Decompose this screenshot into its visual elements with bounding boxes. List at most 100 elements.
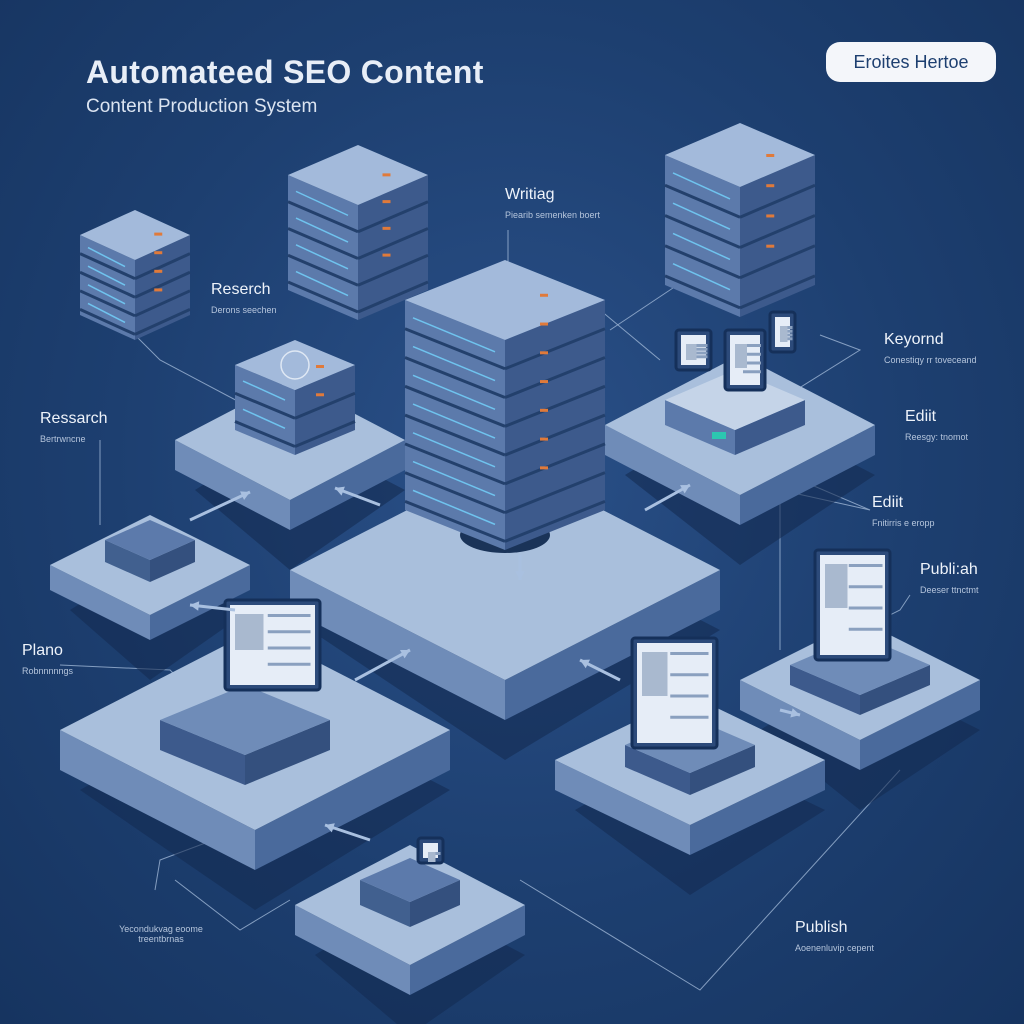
server-rack-left-led <box>154 232 163 236</box>
flow-arrow-head <box>190 601 200 611</box>
server-rack-right-top <box>665 123 815 187</box>
status-light <box>712 432 726 439</box>
server-rack-right-light-strip <box>672 202 731 230</box>
connector-line <box>599 309 661 361</box>
flow-arrow-head <box>325 823 335 833</box>
server-tower-central-led <box>540 466 548 470</box>
plano-laptop-screen-text-line <box>267 614 311 617</box>
server-rack-right-light-strip <box>672 262 731 291</box>
edit-monitor-text-line <box>670 673 709 677</box>
flow-arrow-head <box>400 649 410 659</box>
platform-edit-left <box>555 760 690 855</box>
keyword-device-right <box>735 400 805 455</box>
header-badge-button[interactable]: Eroites Hertoe <box>826 42 996 82</box>
edit-monitor-text-line <box>670 715 709 719</box>
keyword-document-text-line <box>743 344 761 347</box>
platform-plano-left <box>60 730 255 870</box>
edit-monitor-text-line <box>670 652 709 655</box>
server-rack-top-led <box>382 173 391 177</box>
server-rack-right-led <box>766 214 775 218</box>
publish-laptop-base-right <box>860 665 930 715</box>
flow-arrow-head <box>580 659 590 669</box>
keyword-device-top <box>665 370 805 430</box>
server-tower-central-unit-divider <box>504 413 606 457</box>
gear-icon <box>280 350 310 380</box>
server-rack-left-led <box>154 251 163 255</box>
bottom-device-right <box>410 880 460 927</box>
platform-research-left <box>175 440 290 530</box>
server-tower-central-unit-divider <box>404 327 506 371</box>
server-tower-central-top <box>405 260 605 340</box>
flow-arrow-head <box>240 491 250 501</box>
server-rack-left-unit-divider <box>79 270 136 299</box>
server-tower-central-light-strip <box>412 460 496 497</box>
server-rack-top-top <box>288 145 428 205</box>
bottom-device-left <box>360 880 410 927</box>
server-rack-left-unit-divider <box>79 308 136 336</box>
server-rack-top-led <box>382 253 391 257</box>
platform-publish-left <box>740 680 860 770</box>
keyword-panel-text-line <box>691 351 708 355</box>
keyword-document-text-line <box>743 361 761 365</box>
server-rack-left-unit-divider <box>79 289 136 318</box>
server-rack-top-light-strip <box>295 244 349 270</box>
edit-device-base-right <box>690 745 755 795</box>
server-rack-top-unit-divider <box>287 200 359 234</box>
server-tower-central-light-strip <box>412 345 496 382</box>
connector-line <box>519 769 901 991</box>
server-tower-central-light-strip <box>412 489 496 526</box>
server-tower-central-led <box>540 380 548 384</box>
server-rack-top-unit-divider <box>287 280 359 314</box>
flow-arrow-head <box>335 486 345 496</box>
plano-laptop-screen-image <box>235 614 264 650</box>
server-tower-central-light-strip <box>412 403 496 439</box>
keyword-panel-text-line <box>691 355 708 359</box>
server-research-unit-divider <box>294 391 356 420</box>
server-rack-left-unit-divider <box>134 270 191 299</box>
server-tower-central-light-strip <box>412 317 496 353</box>
plano-laptop-base-left <box>160 720 245 785</box>
edit-monitor-text-line <box>670 694 709 698</box>
server-tower-central-unit-divider <box>504 384 606 428</box>
connector-line <box>129 329 246 406</box>
bottom-device-top <box>360 858 460 902</box>
server-tower-central-led <box>540 408 548 412</box>
server-research-unit-divider <box>234 391 296 420</box>
server-rack-right-unit-divider <box>664 274 741 310</box>
platform-central-top <box>290 460 720 680</box>
server-tower-central-unit-divider <box>504 471 606 514</box>
server-tower-central-unit-divider <box>504 356 606 399</box>
keyword-panel-text-line <box>691 347 708 351</box>
server-rack-top-right <box>358 175 428 320</box>
flow-arrow <box>189 490 251 522</box>
server-rack-left-light-strip <box>87 284 126 305</box>
server-rack-right-unit-divider <box>664 183 741 219</box>
server-research-light-strip <box>242 380 286 401</box>
server-rack-left-unit-divider <box>134 252 191 280</box>
server-rack-top-light-strip <box>295 270 349 297</box>
server-rack-top-unit-divider <box>287 253 359 287</box>
plano-laptop-base-top <box>160 685 330 755</box>
server-rack-left-led <box>154 288 163 292</box>
platform-keyword-left <box>605 425 740 525</box>
platform-plano-right <box>255 730 450 870</box>
ressarch-device-left <box>105 540 150 582</box>
server-tower-central-unit-divider <box>504 442 606 486</box>
connector-line <box>779 334 862 401</box>
server-rack-right-unit-divider <box>664 214 741 249</box>
publish-laptop-base-left <box>790 665 860 715</box>
server-rack-top-unit-divider <box>357 253 429 287</box>
server-tower-central-unit-divider <box>504 499 606 543</box>
server-rack-right-unit-divider <box>739 214 816 249</box>
server-tower-central-unit-divider <box>404 384 506 428</box>
server-rack-left-unit-divider <box>79 252 136 280</box>
server-tower-central-unit-divider <box>404 413 506 457</box>
server-research-unit-divider <box>234 420 296 448</box>
ressarch-device-top <box>105 520 195 560</box>
